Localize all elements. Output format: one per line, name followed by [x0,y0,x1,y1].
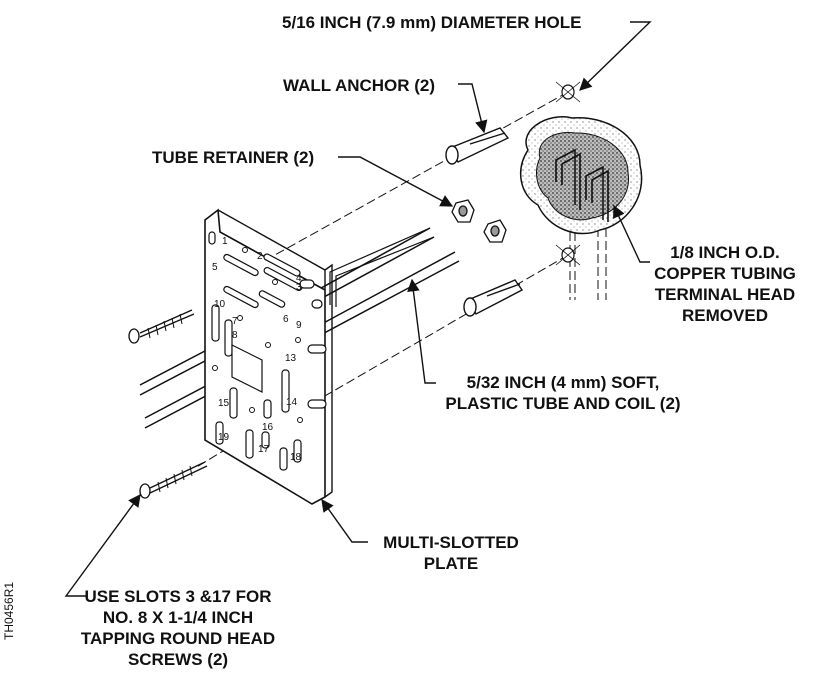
slot-number-2: 2 [257,251,263,262]
multi-slotted-plate: 1 2 34 5 6 7 8 9 10 13 14 15 16 17 18 19 [204,208,333,505]
slot-number-19: 19 [218,432,230,443]
screws-label: USE SLOTS 3 &17 FOR NO. 8 X 1-1/4 INCH T… [58,586,298,670]
copper-line-3: TERMINAL HEAD [654,285,796,304]
slot-number-13: 13 [285,353,297,364]
slot-number-6: 6 [283,314,289,325]
tube-retainer-label: TUBE RETAINER (2) [152,148,315,167]
plate-line-2: PLATE [423,554,479,573]
slot-number-9: 9 [296,320,302,331]
copper-line-1: 1/8 INCH O.D. [670,243,780,262]
tube-retainer-2 [483,219,507,243]
plate-line-1: MULTI-SLOTTED [383,533,519,552]
slot-number-3: 3 [296,282,302,293]
plastic-tube-line-1: 5/32 INCH (4 mm) SOFT, [466,373,660,392]
wall-anchor-label: WALL ANCHOR (2) [283,76,436,95]
slot-number-17: 17 [258,444,270,455]
tube-retainer-1 [451,199,475,223]
copper-tubing-label: 1/8 INCH O.D. COPPER TUBING TERMINAL HEA… [640,242,810,326]
plastic-tube-label: 5/32 INCH (4 mm) SOFT, PLASTIC TUBE AND … [418,372,708,414]
plate-label: MULTI-SLOTTED PLATE [368,532,534,574]
slot-number-1: 1 [222,236,228,247]
slot-number-18: 18 [290,452,302,463]
wall-anchor-top [445,127,510,165]
copper-line-2: COPPER TUBING [654,264,796,283]
screw-bottom [139,461,208,499]
copper-tubing [555,148,609,222]
slot-number-7: 7 [232,316,238,327]
plastic-tube-line-2: PLASTIC TUBE AND COIL (2) [445,394,681,413]
copper-line-4: REMOVED [682,306,768,325]
hole-label: 5/16 INCH (7.9 mm) DIAMETER HOLE [282,13,582,32]
slot-number-15: 15 [218,398,230,409]
slot-number-5: 5 [212,262,218,273]
slot-number-4: 4 [296,273,302,284]
slot-number-8: 8 [232,330,238,341]
screws-line-4: SCREWS (2) [127,650,229,669]
screws-line-1: USE SLOTS 3 &17 FOR [84,587,272,606]
screws-line-3: TAPPING ROUND HEAD [80,629,276,648]
screws-line-2: NO. 8 X 1-1/4 INCH [102,608,254,627]
wall-anchor-bottom [463,279,524,317]
figure-code: TH0456R1 [2,581,16,640]
slot-number-16: 16 [262,422,274,433]
screw-top [128,309,195,344]
leader-lines [64,21,652,597]
slot-number-labels: 1 2 34 5 6 7 8 9 10 13 14 15 16 17 18 19 [212,236,302,463]
slot-number-10: 10 [214,299,226,310]
wall-cutaway [520,116,643,235]
slot-number-14: 14 [286,397,298,408]
